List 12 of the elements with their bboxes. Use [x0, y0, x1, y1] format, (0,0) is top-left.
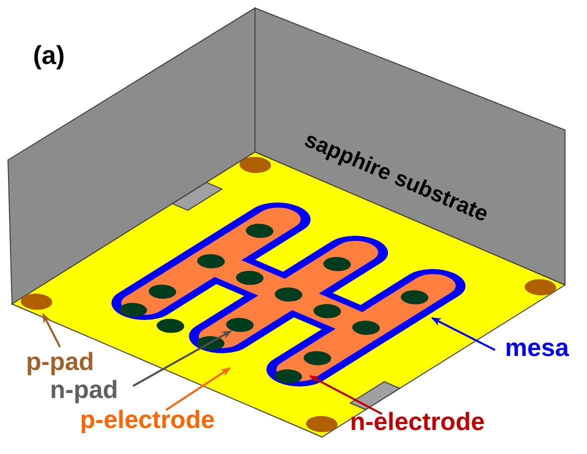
- leader-arrow: [132, 330, 232, 387]
- leader-arrow: [431, 317, 496, 351]
- contact-dot: [226, 318, 254, 332]
- callout-label: mesa: [505, 336, 569, 361]
- contact-pad: [20, 294, 52, 310]
- callout-label: n-pad: [50, 378, 118, 403]
- callout-label: n-electrode: [350, 410, 485, 435]
- leader-arrow: [165, 367, 231, 411]
- panel-label: (a): [33, 42, 65, 68]
- callout-label: p-electrode: [80, 408, 215, 433]
- callout-label: p-pad: [26, 350, 94, 375]
- leader-arrow: [42, 313, 61, 348]
